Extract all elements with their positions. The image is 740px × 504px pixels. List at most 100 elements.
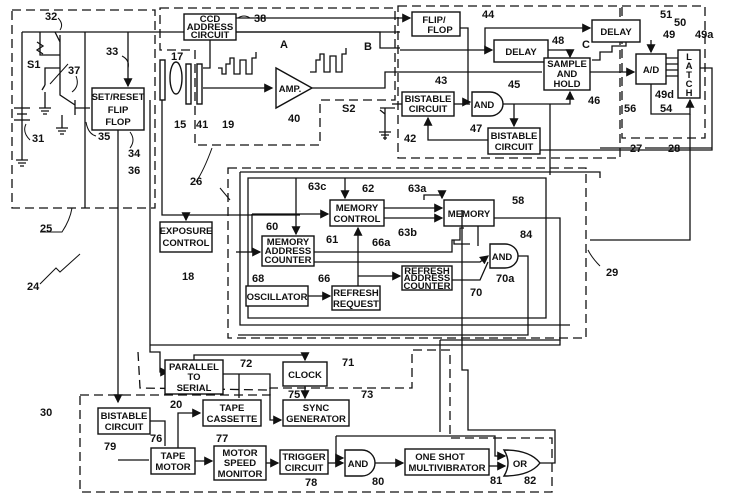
svg-text:AND: AND <box>557 69 578 80</box>
svg-text:COUNTER: COUNTER <box>404 281 451 292</box>
shutter-17 <box>159 59 166 101</box>
svg-text:C: C <box>686 79 693 90</box>
tape-motor-76 <box>150 447 196 475</box>
svg-text:77: 77 <box>216 433 228 445</box>
svg-text:OSCILLATOR: OSCILLATOR <box>247 292 308 303</box>
svg-text:79: 79 <box>104 441 116 453</box>
enclosure-30 <box>79 349 553 493</box>
svg-text:80: 80 <box>372 476 384 488</box>
svg-text:REFRESH: REFRESH <box>404 266 450 277</box>
svg-text:66: 66 <box>318 273 330 285</box>
svg-text:71: 71 <box>342 357 354 369</box>
svg-text:TAPE: TAPE <box>220 403 245 414</box>
svg-text:CIRCUIT: CIRCUIT <box>191 30 230 41</box>
svg-text:63a: 63a <box>408 183 427 195</box>
svg-text:FLOP: FLOP <box>427 25 453 36</box>
svg-text:31: 31 <box>32 133 44 145</box>
svg-text:20: 20 <box>170 399 182 411</box>
svg-text:CIRCUIT: CIRCUIT <box>409 104 448 115</box>
svg-text:48: 48 <box>552 35 564 47</box>
svg-text:38: 38 <box>254 13 266 25</box>
enclosure-26 <box>159 7 396 146</box>
svg-text:ADDRESS: ADDRESS <box>187 22 233 33</box>
svg-text:PARALLEL: PARALLEL <box>169 362 219 373</box>
svg-text:BISTABLE: BISTABLE <box>101 411 148 422</box>
svg-text:ADDRESS: ADDRESS <box>265 246 311 257</box>
svg-text:SERIAL: SERIAL <box>177 383 212 394</box>
svg-text:36: 36 <box>128 165 140 177</box>
power-circuit <box>14 31 400 208</box>
svg-text:CONTROL: CONTROL <box>163 238 210 249</box>
svg-text:33: 33 <box>106 46 118 58</box>
svg-text:CIRCUIT: CIRCUIT <box>495 142 534 153</box>
svg-text:45: 45 <box>508 79 520 91</box>
svg-text:51: 51 <box>660 9 672 21</box>
svg-text:TAPE: TAPE <box>161 451 186 462</box>
tape-cassette-20 <box>202 399 262 427</box>
svg-text:CCD: CCD <box>200 14 221 25</box>
svg-text:A/D: A/D <box>643 65 660 76</box>
svg-text:30: 30 <box>40 407 52 419</box>
svg-text:41: 41 <box>196 119 208 131</box>
amplifier-40 <box>275 66 314 110</box>
filter-41 <box>185 63 192 105</box>
svg-text:BISTABLE: BISTABLE <box>491 131 538 142</box>
delay-51 <box>591 19 641 43</box>
svg-text:MOTOR: MOTOR <box>222 448 257 459</box>
svg-text:T: T <box>686 70 692 81</box>
svg-text:49d: 49d <box>655 89 674 101</box>
flip-flop-44 <box>411 11 461 37</box>
svg-text:46: 46 <box>588 95 600 107</box>
svg-text:MEMORY: MEMORY <box>448 209 491 220</box>
svg-text:84: 84 <box>520 229 533 241</box>
sync-generator-73 <box>282 399 350 427</box>
clock-71 <box>282 361 328 387</box>
svg-text:37: 37 <box>68 65 80 77</box>
refresh-request-66 <box>331 285 381 311</box>
bistable-circuit-42 <box>401 91 455 117</box>
svg-text:S2: S2 <box>342 103 355 115</box>
and-gate-80 <box>344 449 376 477</box>
svg-text:S1: S1 <box>27 59 40 71</box>
svg-text:FLOP: FLOP <box>105 117 131 128</box>
svg-text:A: A <box>280 39 288 51</box>
svg-text:49: 49 <box>663 29 675 41</box>
svg-text:L: L <box>686 52 692 63</box>
svg-text:75: 75 <box>288 389 300 401</box>
svg-text:32: 32 <box>45 11 57 23</box>
svg-text:DELAY: DELAY <box>505 47 537 58</box>
svg-text:81: 81 <box>490 475 502 487</box>
refresh-address-counter-70 <box>401 265 453 291</box>
svg-text:GENERATOR: GENERATOR <box>286 414 346 425</box>
svg-text:COUNTER: COUNTER <box>265 255 312 266</box>
memory-58 <box>443 199 495 227</box>
svg-text:18: 18 <box>182 271 194 283</box>
svg-text:70a: 70a <box>496 273 515 285</box>
svg-text:AND: AND <box>348 459 369 470</box>
a-to-d-converter <box>635 53 667 85</box>
svg-text:OR: OR <box>513 459 527 470</box>
enclosure-28 <box>621 5 706 139</box>
svg-text:C: C <box>582 39 590 51</box>
svg-text:42: 42 <box>404 133 416 145</box>
and-gate-84 <box>489 243 519 269</box>
or-gate-82 <box>502 449 541 477</box>
svg-text:AMP.: AMP. <box>279 84 302 95</box>
svg-text:BISTABLE: BISTABLE <box>405 94 452 105</box>
svg-text:73: 73 <box>361 389 373 401</box>
reference-numerals: 32 33 37 S1 31 35 34 36 38 17 15 41 19 A… <box>27 9 714 489</box>
svg-text:60: 60 <box>266 221 278 233</box>
svg-text:FLIP/: FLIP/ <box>422 15 446 26</box>
memory-control-62 <box>329 199 385 227</box>
svg-text:MONITOR: MONITOR <box>218 469 263 480</box>
bistable-circuit-79 <box>97 407 151 435</box>
one-shot-multivibrator-81 <box>404 448 490 476</box>
svg-text:58: 58 <box>512 195 524 207</box>
svg-text:43: 43 <box>435 75 447 87</box>
svg-text:AND: AND <box>474 100 495 111</box>
set-reset-label: SET/RESET <box>92 92 145 103</box>
svg-text:35: 35 <box>98 131 110 143</box>
svg-text:DELAY: DELAY <box>600 27 632 38</box>
enclosure-27 <box>397 5 621 159</box>
